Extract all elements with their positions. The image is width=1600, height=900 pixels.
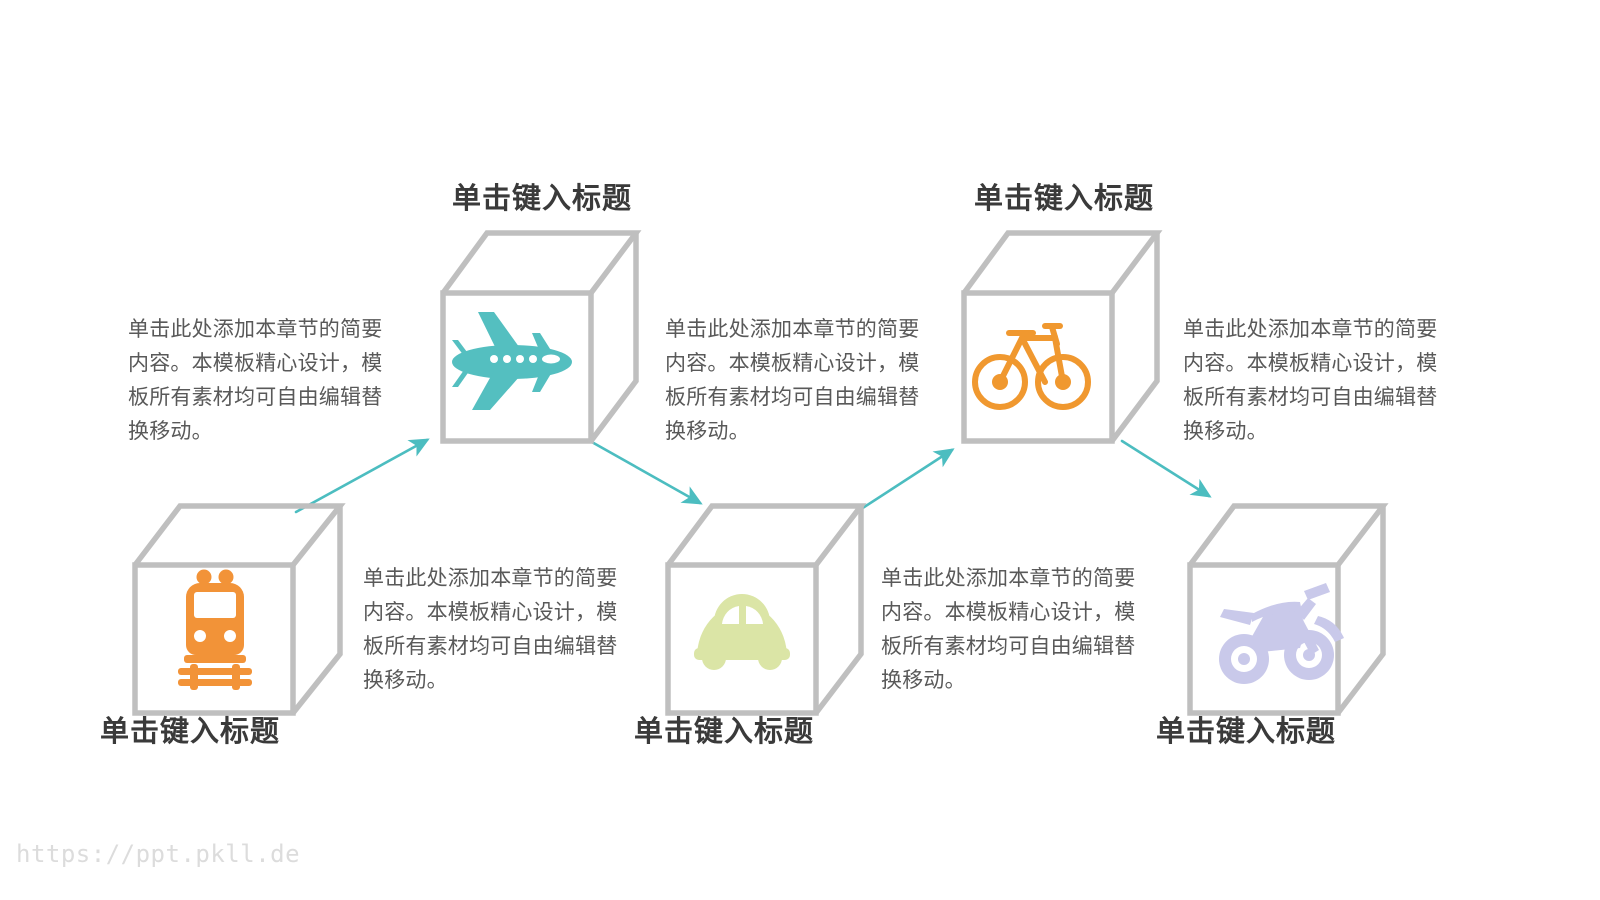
cube-front-face <box>665 562 819 716</box>
node-3-description: 单击此处添加本章节的简要内容。本模板精心设计，模板所有素材均可自由编辑替换移动。 <box>665 318 920 444</box>
cube-node-1[interactable] <box>132 503 346 716</box>
cube-side-face <box>588 233 639 443</box>
node-2-description: 单击此处添加本章节的简要内容。本模板精心设计，模板所有素材均可自由编辑替换移动。 <box>363 567 618 693</box>
cube-node-2[interactable] <box>440 230 642 444</box>
cube-top-face <box>440 230 642 295</box>
node-4-description: 单击此处添加本章节的简要内容。本模板精心设计，模板所有素材均可自由编辑替换移动。 <box>881 567 1136 693</box>
node-2-title: 单击键入标题 <box>452 183 633 215</box>
cube-front-face <box>440 290 594 444</box>
arrow-node4-node5 <box>1120 439 1212 498</box>
cube-side-face <box>813 506 864 715</box>
node-1-description: 单击此处添加本章节的简要内容。本模板精心设计，模板所有素材均可自由编辑替换移动。 <box>128 318 383 444</box>
cube-top-face <box>1187 503 1389 567</box>
cube-front-face <box>961 290 1115 444</box>
node-1-title: 单击键入标题 <box>100 716 281 748</box>
bicycle-icon <box>972 323 1091 410</box>
cube-top-face <box>132 503 346 567</box>
connector-arrows <box>294 438 1212 515</box>
cube-side-face <box>1109 233 1160 443</box>
watermark-url: https://ppt.pkll.de <box>16 840 301 868</box>
airplane-icon <box>452 312 572 410</box>
cube-node-4[interactable] <box>961 230 1163 444</box>
node-5-title: 单击键入标题 <box>1156 716 1337 748</box>
arrow-node1-node2 <box>294 438 430 514</box>
cube-top-face <box>665 503 867 567</box>
car-icon <box>694 594 790 670</box>
node-4-title: 单击键入标题 <box>974 183 1155 215</box>
cube-front-face <box>1187 562 1341 716</box>
arrow-node3-node4 <box>853 448 955 515</box>
node-5-description: 单击此处添加本章节的简要内容。本模板精心设计，模板所有素材均可自由编辑替换移动。 <box>1183 318 1438 444</box>
cube-front-face <box>132 562 296 716</box>
cube-node-5[interactable] <box>1187 503 1389 716</box>
motorcycle-icon <box>1219 583 1344 684</box>
cube-side-face <box>290 506 343 715</box>
cube-node-3[interactable] <box>665 503 867 716</box>
cube-top-face <box>961 230 1163 295</box>
arrow-node2-node3 <box>588 439 703 505</box>
cube-side-face <box>1335 506 1386 715</box>
node-3-title: 单击键入标题 <box>634 716 815 748</box>
train-icon <box>178 569 252 690</box>
